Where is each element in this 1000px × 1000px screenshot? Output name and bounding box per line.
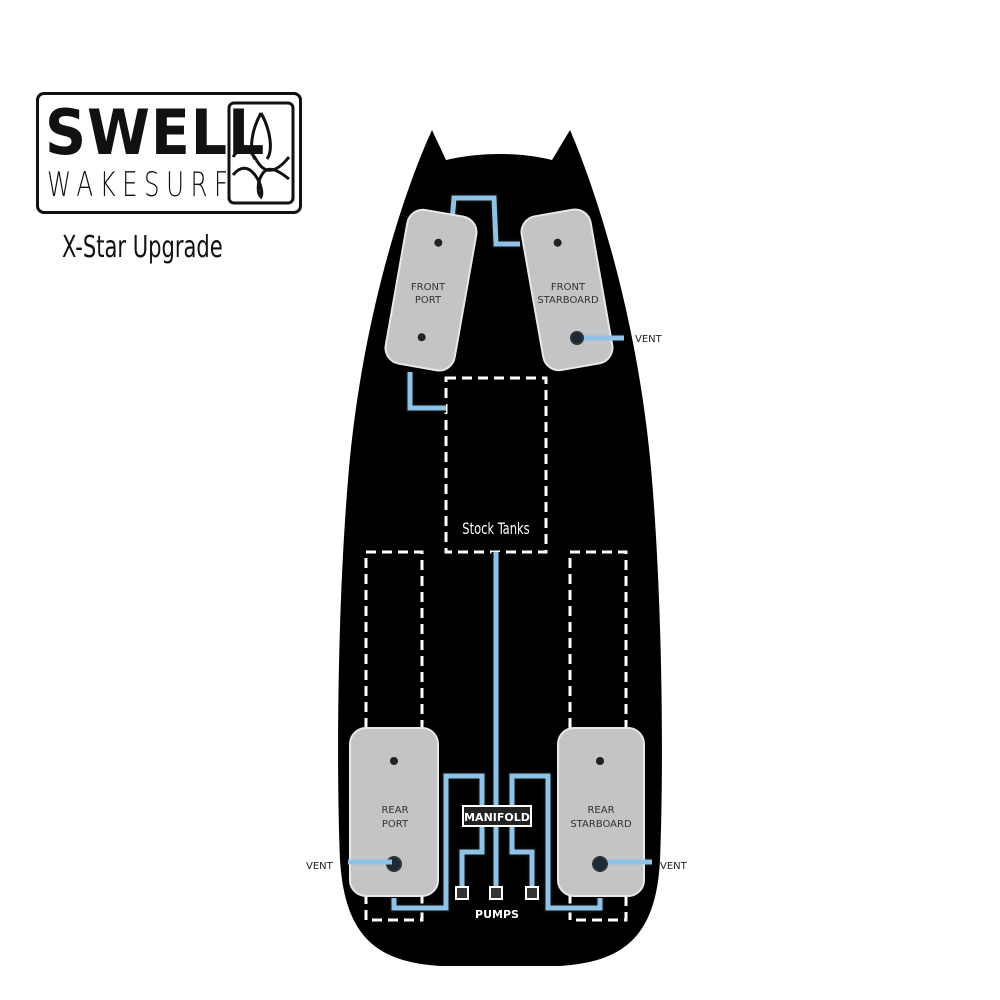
- pump-3: [525, 886, 539, 900]
- svg-text:STARBOARD: STARBOARD: [537, 295, 599, 306]
- svg-text:STARBOARD: STARBOARD: [570, 819, 632, 830]
- vent-label-rear-port: VENT: [306, 861, 334, 872]
- tank-rear-starboard: [557, 727, 645, 897]
- svg-text:PORT: PORT: [415, 295, 442, 306]
- svg-text:PORT: PORT: [382, 819, 409, 830]
- surfboard-wave-icon: [227, 101, 295, 205]
- vent-label-front-starboard: VENT: [635, 334, 663, 345]
- manifold-box: [462, 805, 532, 827]
- tank-label-rear-port: REAR: [381, 805, 408, 816]
- tank-label-rear-starboard: REAR: [587, 805, 614, 816]
- stock-tanks-label: Stock Tanks: [462, 521, 530, 539]
- pumps-label: PUMPS: [475, 908, 519, 921]
- pipe-front-port: [407, 372, 446, 411]
- tank-rear-port: [349, 727, 439, 897]
- pipe-rear-port: [391, 773, 485, 911]
- tank-front-port: [384, 208, 478, 372]
- brand-logo: SWELL WAKESURF: [36, 92, 302, 214]
- pipe-rear-starboard: [509, 773, 603, 911]
- page-subtitle: X-Star Upgrade: [62, 230, 223, 265]
- tank-label-front-starboard: FRONT: [551, 282, 586, 293]
- tank-label-front-port: FRONT: [411, 282, 446, 293]
- pump-2: [489, 886, 503, 900]
- brand-tagline: WAKESURF: [47, 165, 235, 205]
- vent-label-rear-starboard: VENT: [660, 861, 688, 872]
- tank-front-starboard: [520, 208, 614, 372]
- pipe-front-crossover: [449, 195, 520, 247]
- manifold-label: MANIFOLD: [464, 811, 530, 824]
- pump-1: [455, 886, 469, 900]
